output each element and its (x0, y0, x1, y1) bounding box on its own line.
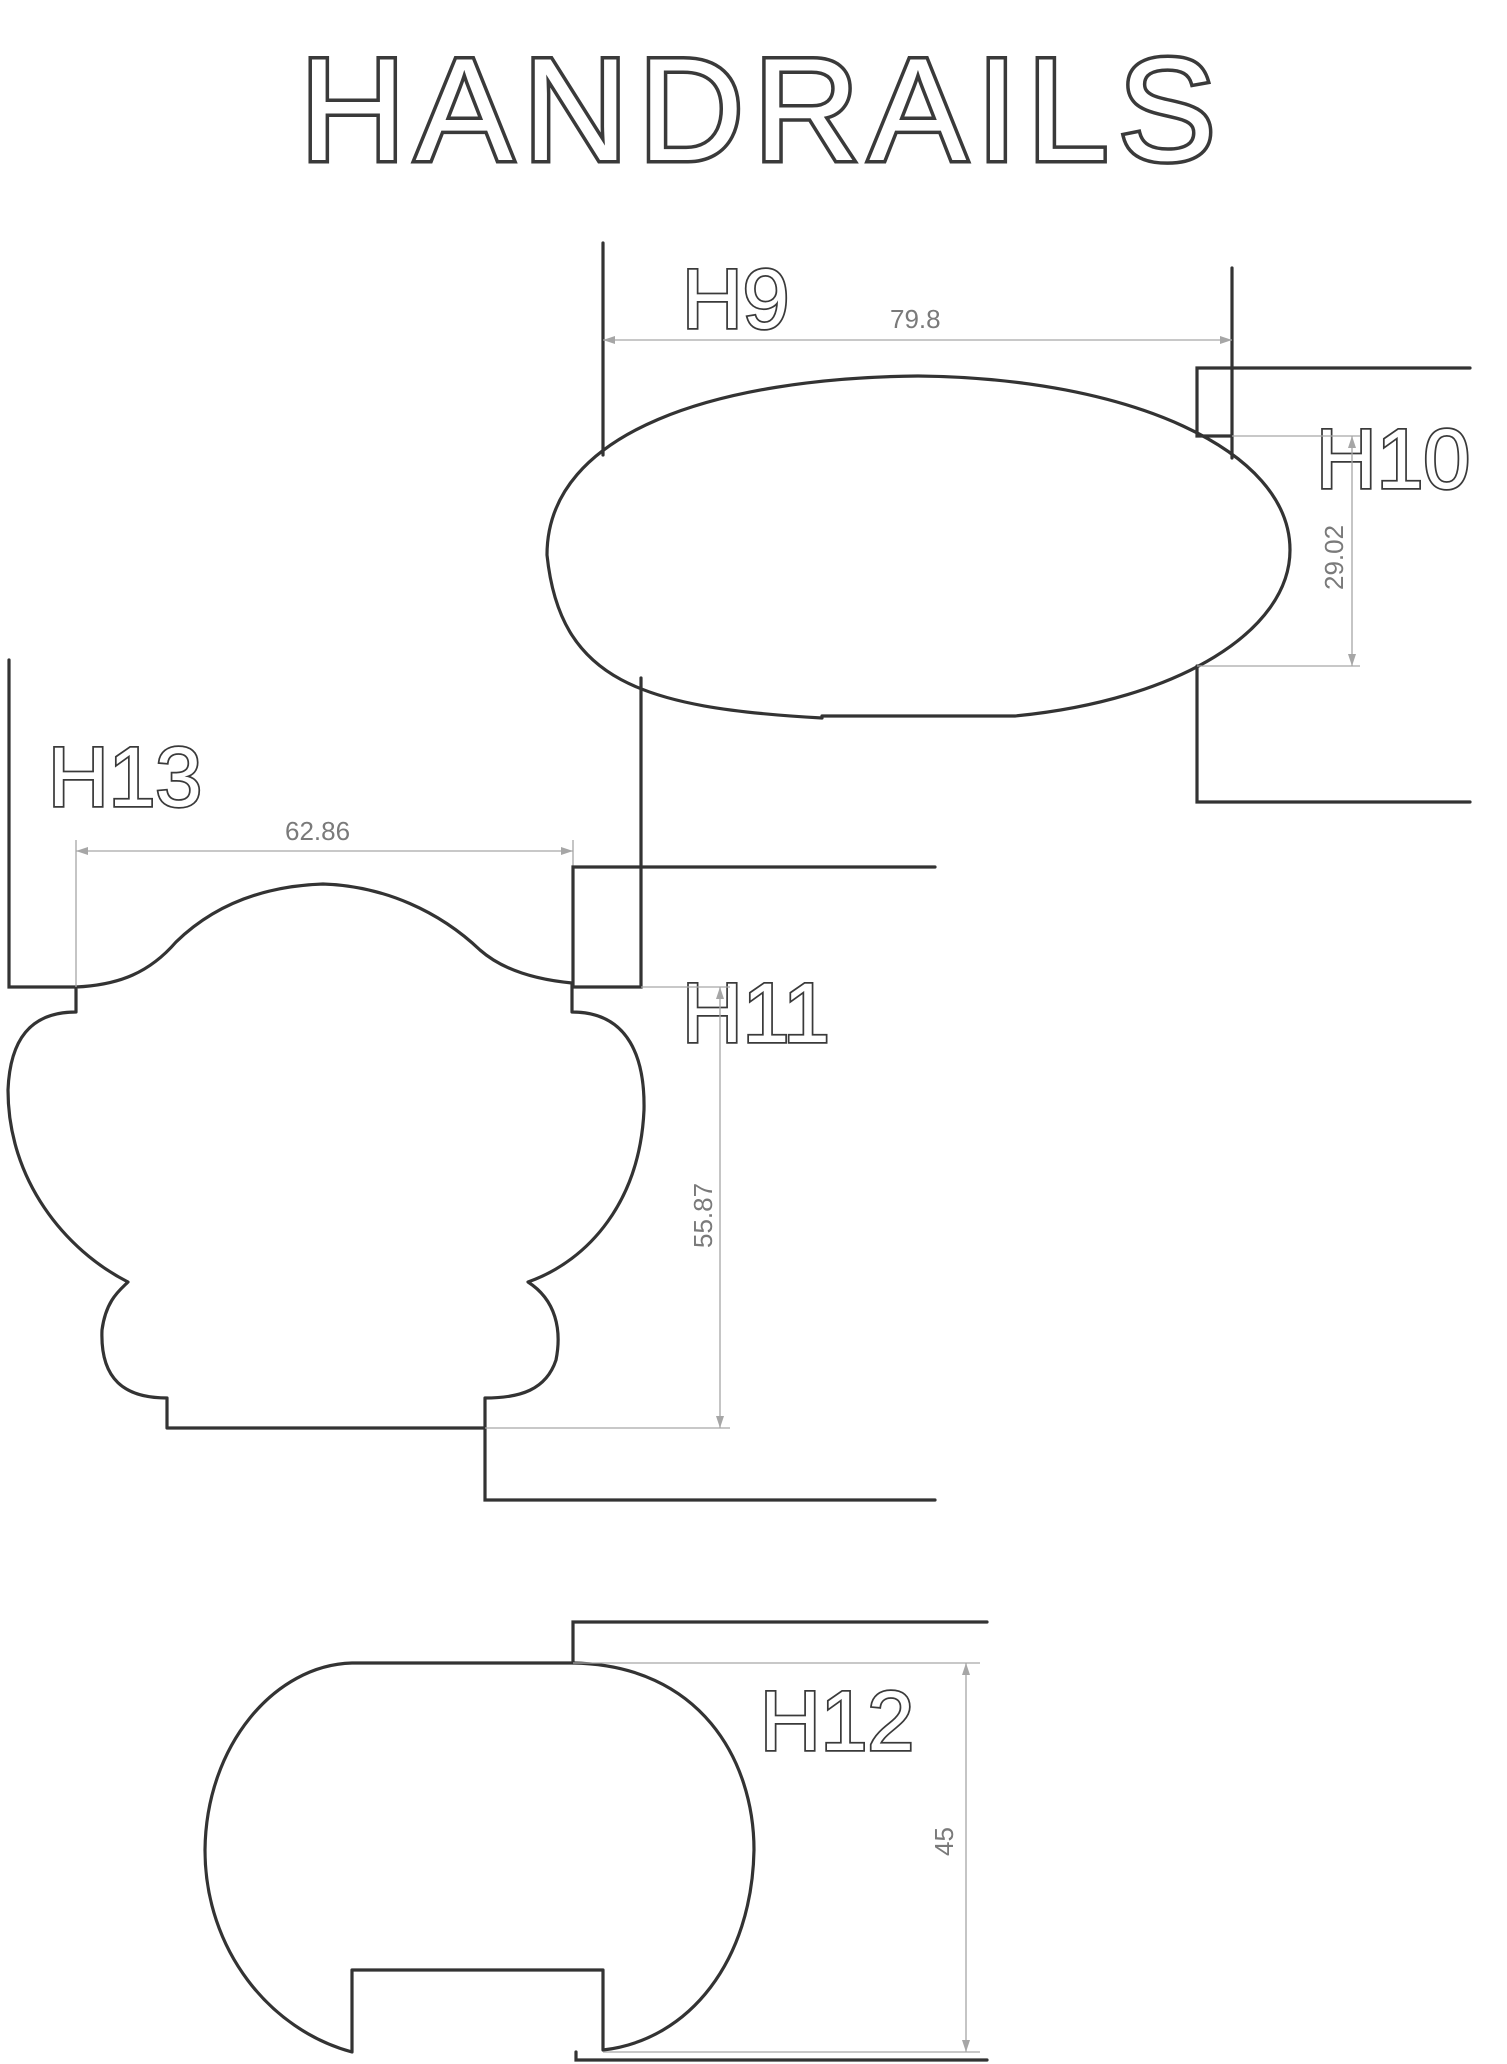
h12-label: H12 (760, 1674, 914, 1768)
h13-dimension-arrow-right (561, 847, 573, 855)
h13-label: H13 (48, 730, 202, 824)
h10-dimension-value: 29.02 (1319, 525, 1349, 590)
h10-bracket-bottom (1195, 664, 1472, 804)
h10-dimension-arrow-bottom (1348, 654, 1356, 666)
h13-wall-line (7, 658, 78, 989)
h9-dimension-arrow-right (1220, 336, 1232, 344)
profile-h13: H13 62.86 (6, 658, 646, 1430)
h9-label: H9 (682, 252, 789, 346)
page-title: HANDRAILS (300, 28, 1226, 191)
profile-h9: H9 79.8 (545, 241, 1292, 720)
h12-wall-line-top (571, 1620, 989, 1665)
h10-dimension-arrow-top (1348, 436, 1356, 448)
profile-h12: H12 45 (203, 1620, 989, 2062)
profile-h11: H11 55.87 (483, 676, 937, 1502)
h11-dimension-arrow-top (716, 987, 724, 999)
h11-label: H11 (682, 966, 830, 1060)
h9-dimension-arrow-left (603, 336, 615, 344)
h12-wall-line-bottom (574, 2050, 989, 2062)
h11-dimension-value: 55.87 (688, 1183, 718, 1248)
h9-outline (545, 374, 1292, 720)
h13-outline (6, 882, 646, 1430)
h10-label: H10 (1316, 412, 1470, 506)
h11-wall-line-lower (483, 1426, 937, 1502)
h11-dimension-arrow-bottom (716, 1416, 724, 1428)
h9-dimension-value: 79.8 (890, 304, 941, 334)
h12-dimension-value: 45 (929, 1827, 959, 1856)
h13-dimension-arrow-left (76, 847, 88, 855)
h10-bracket-top (1195, 366, 1472, 438)
h13-dimension-value: 62.86 (285, 816, 350, 846)
h11-wall-line-upper (571, 676, 937, 989)
h12-dimension-arrow-top (962, 1663, 970, 1675)
profile-h10: H10 29.02 (1195, 366, 1472, 804)
h12-outline (203, 1661, 756, 2054)
h12-dimension-arrow-bottom (962, 2040, 970, 2052)
